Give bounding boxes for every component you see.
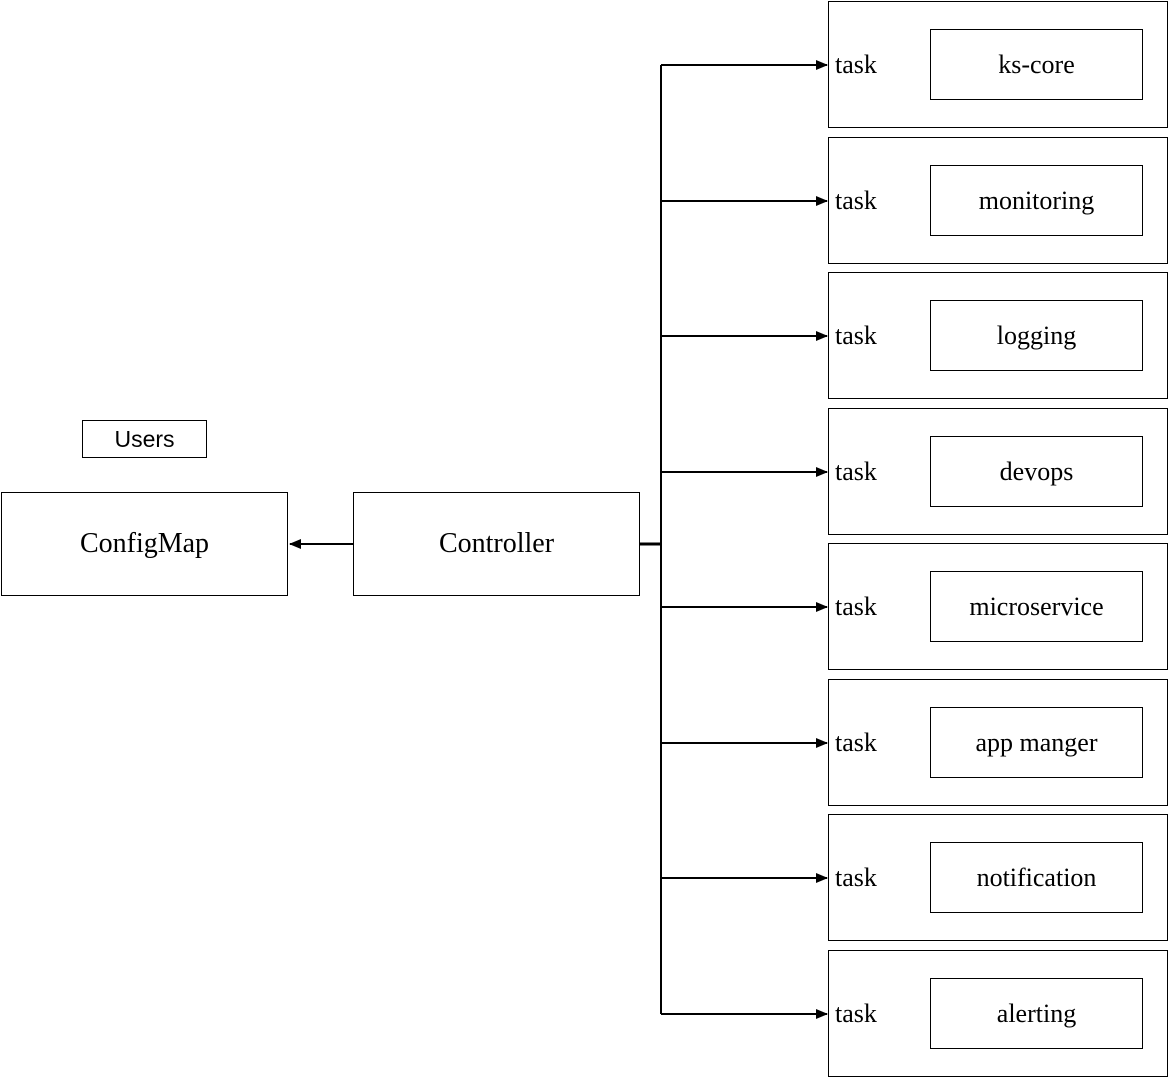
- task-group: task alerting: [828, 950, 1168, 1077]
- module-box: devops: [930, 436, 1143, 507]
- task-group: task devops: [828, 408, 1168, 535]
- task-label: task: [835, 591, 877, 621]
- module-box: alerting: [930, 978, 1143, 1049]
- task-label: task: [835, 862, 877, 892]
- module-label: ks-core: [998, 49, 1075, 79]
- task-group: task notification: [828, 814, 1168, 941]
- module-box: microservice: [930, 571, 1143, 642]
- configmap-node: ConfigMap: [1, 492, 288, 596]
- task-label: task: [835, 49, 877, 79]
- module-box: monitoring: [930, 165, 1143, 236]
- task-group: task ks-core: [828, 1, 1168, 128]
- module-label: app manger: [975, 727, 1098, 757]
- module-label: alerting: [996, 998, 1077, 1028]
- module-label: logging: [996, 320, 1077, 350]
- module-label: notification: [976, 862, 1097, 892]
- controller-node: Controller: [353, 492, 640, 596]
- configmap-label: ConfigMap: [79, 528, 210, 559]
- task-group: task logging: [828, 272, 1168, 399]
- task-label: task: [835, 320, 877, 350]
- task-group: task app manger: [828, 679, 1168, 806]
- users-label: Users: [114, 425, 175, 452]
- module-box: logging: [930, 300, 1143, 371]
- task-label: task: [835, 998, 877, 1028]
- module-box: app manger: [930, 707, 1143, 778]
- module-box: ks-core: [930, 29, 1143, 100]
- controller-label: Controller: [438, 528, 555, 559]
- users-label-box: Users: [82, 420, 207, 458]
- module-box: notification: [930, 842, 1143, 913]
- task-group: task microservice: [828, 543, 1168, 670]
- module-label: microservice: [969, 591, 1104, 621]
- module-label: monitoring: [978, 185, 1095, 215]
- task-label: task: [835, 456, 877, 486]
- task-group: task monitoring: [828, 137, 1168, 264]
- module-label: devops: [999, 456, 1074, 486]
- task-label: task: [835, 185, 877, 215]
- task-label: task: [835, 727, 877, 757]
